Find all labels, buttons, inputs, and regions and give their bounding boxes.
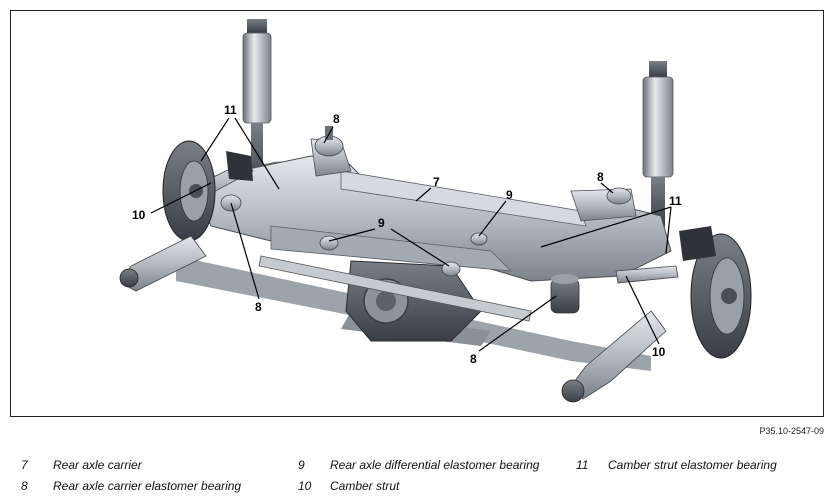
elastomer-bearings — [220, 126, 632, 314]
rear-axle-illustration: 11 8 7 9 8 9 11 10 8 8 10 — [119, 19, 752, 403]
callout-9-center: 9 — [378, 216, 385, 230]
right-wheel-hub — [561, 226, 752, 403]
legend-item: 11 Camber strut elastomer bearing — [576, 458, 777, 479]
legend-item: 7 Rear axle carrier — [21, 458, 241, 479]
legend-column-2: 9 Rear axle differential elastomer bearin… — [298, 458, 539, 500]
callout-9-right: 9 — [506, 188, 513, 202]
rear-axle-carrier — [190, 138, 672, 282]
legend-column-3: 11 Camber strut elastomer bearing — [576, 458, 777, 479]
legend-number: 9 — [298, 458, 305, 472]
callout-8-top: 8 — [333, 112, 340, 126]
callout-10-right: 10 — [652, 345, 666, 359]
legend-number: 11 — [576, 458, 589, 472]
legend-text: Rear axle carrier — [53, 458, 142, 472]
legend-number: 8 — [21, 479, 28, 493]
legend-number: 7 — [21, 458, 28, 472]
figure-code: P35.10-2547-09 — [759, 426, 824, 436]
legend-number: 10 — [298, 479, 312, 493]
legend-column-1: 7 Rear axle carrier 8 Rear axle carrier el… — [21, 458, 241, 500]
legend-item: 9 Rear axle differential elastomer bearin… — [298, 458, 539, 479]
legend-text: Camber strut — [330, 479, 400, 493]
legend-text: Camber strut elastomer bearing — [608, 458, 777, 472]
callout-7: 7 — [433, 175, 440, 189]
callout-8-left-bottom: 8 — [255, 300, 262, 314]
callout-11-left: 11 — [224, 103, 237, 117]
callout-10-left: 10 — [132, 208, 146, 222]
legend-item: 10 Camber strut — [298, 479, 539, 500]
legend-text: Rear axle differential elastomer bearing — [330, 458, 540, 472]
axle-illustration-frame: 11 8 7 9 8 9 11 10 8 8 10 — [10, 10, 824, 417]
callout-11-right: 11 — [669, 194, 682, 208]
callout-labels: 11 8 7 9 8 9 11 10 8 8 10 — [132, 103, 682, 366]
callout-8-bottom: 8 — [470, 352, 477, 366]
legend-text: Rear axle carrier elastomer bearing — [53, 479, 242, 493]
leader-lines — [150, 117, 672, 352]
callout-8-right-top: 8 — [597, 170, 604, 184]
legend-item: 8 Rear axle carrier elastomer bearing — [21, 479, 241, 500]
